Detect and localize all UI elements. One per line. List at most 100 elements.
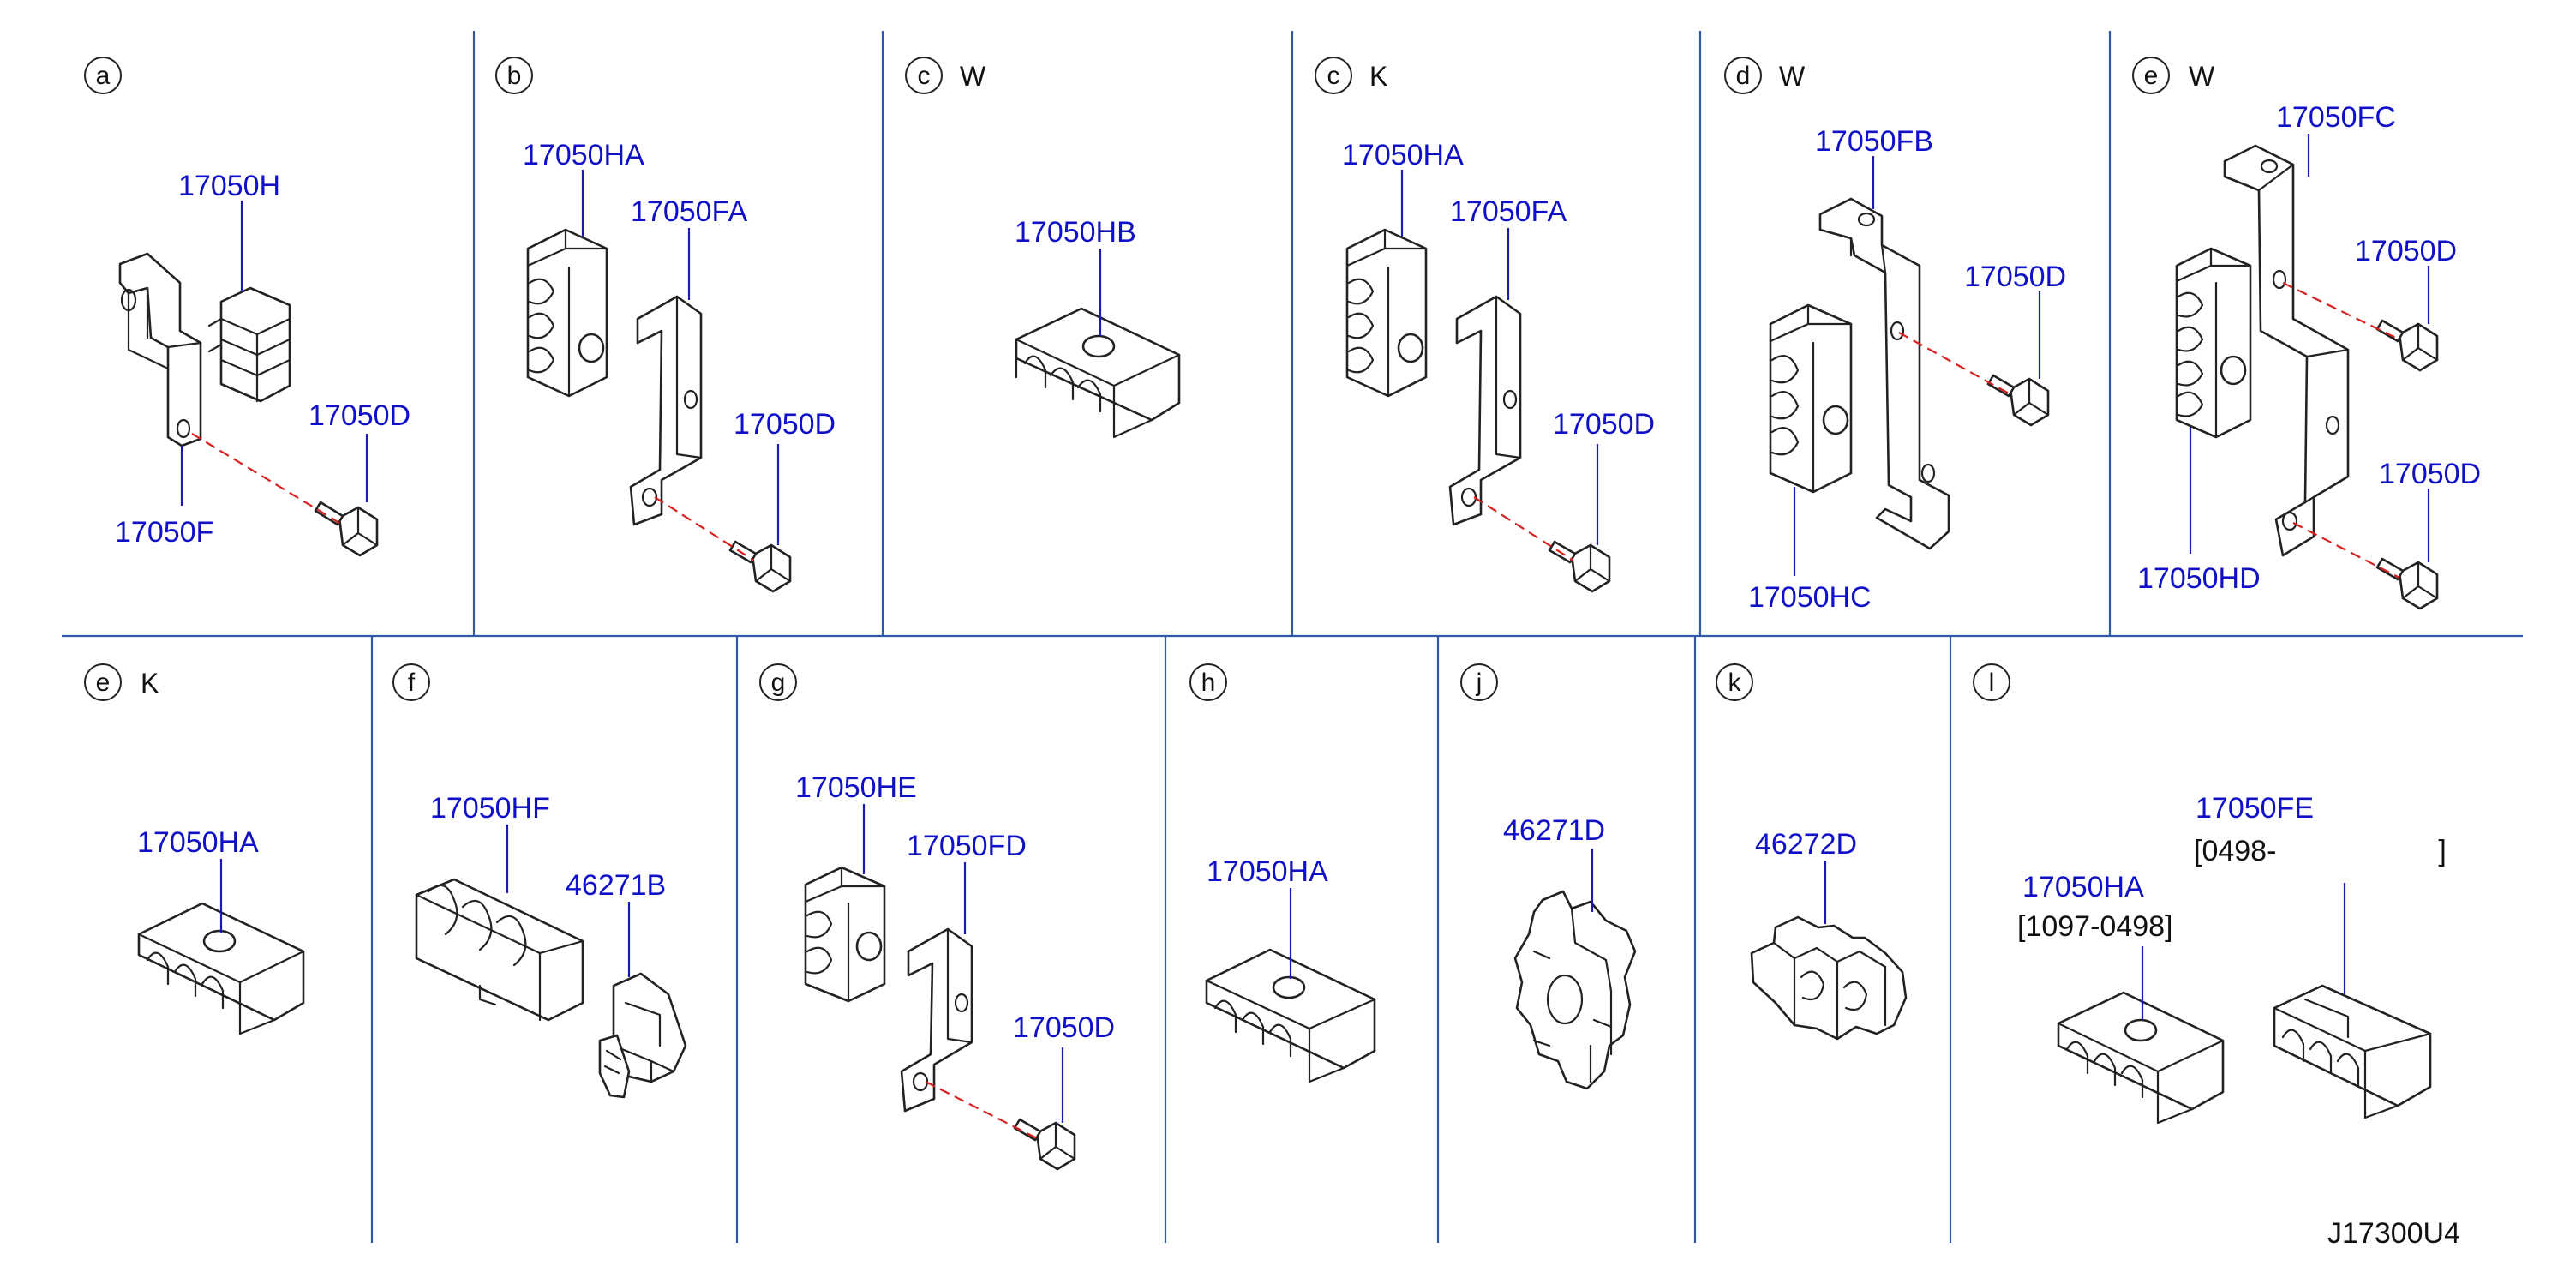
grommet-drawing [598,972,687,1099]
part-number-17050FC: 17050FC [2276,101,2396,134]
fastener-line [654,496,755,561]
panel-d-w: d W 17050FB 17050D 17050HC [1724,57,2066,614]
date-range-17050HA: [1097-0498] [2017,910,2173,943]
panel-e-w: e W [2132,57,2481,610]
panel-j: j 46271D [1460,663,1637,1090]
date-range-17050FE: [0498- ] [2194,835,2447,867]
fastener-line [1898,332,2011,395]
part-number-46271B: 46271B [566,869,666,902]
clip-drawing [1205,948,1376,1083]
fastener-line [925,1081,1038,1139]
part-number-17050HE: 17050HE [795,771,917,804]
panel-letter: a [96,62,111,90]
variant-label: W [1779,61,1806,92]
panel-b: b 17050HA 17050FA 17050D [495,57,836,593]
grommet-drawing [1750,915,1908,1041]
part-number-17050FE: 17050FE [2196,792,2314,825]
diagram-code: J17300U4 [2327,1217,2460,1250]
panel-letter-circle [759,663,797,701]
panel-letter-circle [2132,57,2170,94]
panel-l: l 17050FE [0498- ] 17050HA [1097-0498] [1973,663,2447,1125]
panel-c-w: c W 17050HB [905,57,1181,439]
clip-drawing [1345,228,1428,398]
panel-letter: g [771,669,786,697]
fastener-line [2282,282,2400,340]
panel-letter-circle [1315,57,1352,94]
panel-letter: j [1476,669,1483,697]
panel-h: h 17050HA [1189,663,1376,1083]
part-number-17050D: 17050D [2379,458,2481,490]
panel-letter-circle [1189,663,1227,701]
panel-letter: k [1728,669,1742,697]
panel-letter: e [2144,62,2159,90]
panel-dividers [62,31,2523,1243]
panel-k: k 46272D [1716,663,1908,1041]
panel-letter-circle [1973,663,2010,701]
bolt-drawing [314,501,379,557]
panel-letter-circle [1724,57,1762,94]
part-number-17050FB: 17050FB [1815,125,1933,158]
clip-drawing [137,902,305,1035]
variant-label: W [2189,61,2215,92]
clip-drawing [804,866,886,1003]
panel-letter-circle [1460,663,1498,701]
part-number-17050HA: 17050HA [137,826,259,859]
part-number-46272D: 46272D [1755,828,1857,861]
bolt-drawing [2375,319,2439,372]
panel-e-k: e K 17050HA [84,663,305,1035]
clip-drawing [2273,984,2432,1119]
panel-letter: f [408,669,416,697]
panel-letter: d [1736,62,1751,90]
panel-letter: b [507,62,522,90]
part-number-17050HB: 17050HB [1015,216,1136,249]
bolt-drawing [1548,540,1611,593]
panel-letter: l [1989,669,1995,697]
panel-c-k: c K 17050HA 17050FA 17050D [1315,57,1655,593]
clip-drawing [1769,303,1853,494]
part-number-17050HD: 17050HD [2137,562,2261,595]
panel-letter-circle [84,663,122,701]
part-number-17050FD: 17050FD [907,830,1027,862]
bolt-drawing [1013,1118,1076,1171]
bracket-drawing [118,252,202,447]
clip-drawing [2175,247,2252,439]
bracket-drawing [900,927,973,1113]
variant-label: K [1369,61,1387,92]
panel-letter: c [1327,62,1340,90]
bolt-drawing [2375,557,2439,610]
panel-letter-circle [495,57,533,94]
panel-letter: c [918,62,931,90]
panel-letter: h [1201,669,1216,697]
part-number-17050D: 17050D [1553,408,1655,441]
panel-letter-circle [905,57,943,94]
bracket-drawing [2223,144,2350,557]
part-number-17050HC: 17050HC [1748,581,1872,614]
panel-letter-circle [1716,663,1753,701]
panel-f: f 17050HF 46271B [392,663,687,1099]
bracket-drawing [1818,197,1950,550]
part-number-17050HA: 17050HA [523,139,644,171]
part-number-46271D: 46271D [1503,814,1605,847]
variant-label: W [960,61,986,92]
part-number-17050HF: 17050HF [430,792,550,825]
grommet-drawing [1513,890,1637,1090]
clip-drawing [1015,307,1181,439]
part-number-17050H: 17050H [178,170,280,202]
part-number-17050FA: 17050FA [631,195,747,228]
part-number-17050HA: 17050HA [2022,871,2144,903]
bolt-drawing [728,540,792,593]
variant-label: K [141,668,159,699]
clip-drawing [207,286,291,403]
part-number-17050FA: 17050FA [1450,195,1567,228]
part-number-17050HA: 17050HA [1342,139,1464,171]
clip-drawing [526,228,608,398]
part-number-17050D: 17050D [734,408,836,441]
clip-drawing [2057,991,2225,1125]
bracket-drawing [1448,295,1522,526]
panel-letter: e [96,669,111,697]
fastener-line [2292,522,2400,579]
panel-letter-circle [392,663,430,701]
part-number-17050D: 17050D [1964,261,2066,293]
fastener-line [191,433,340,524]
